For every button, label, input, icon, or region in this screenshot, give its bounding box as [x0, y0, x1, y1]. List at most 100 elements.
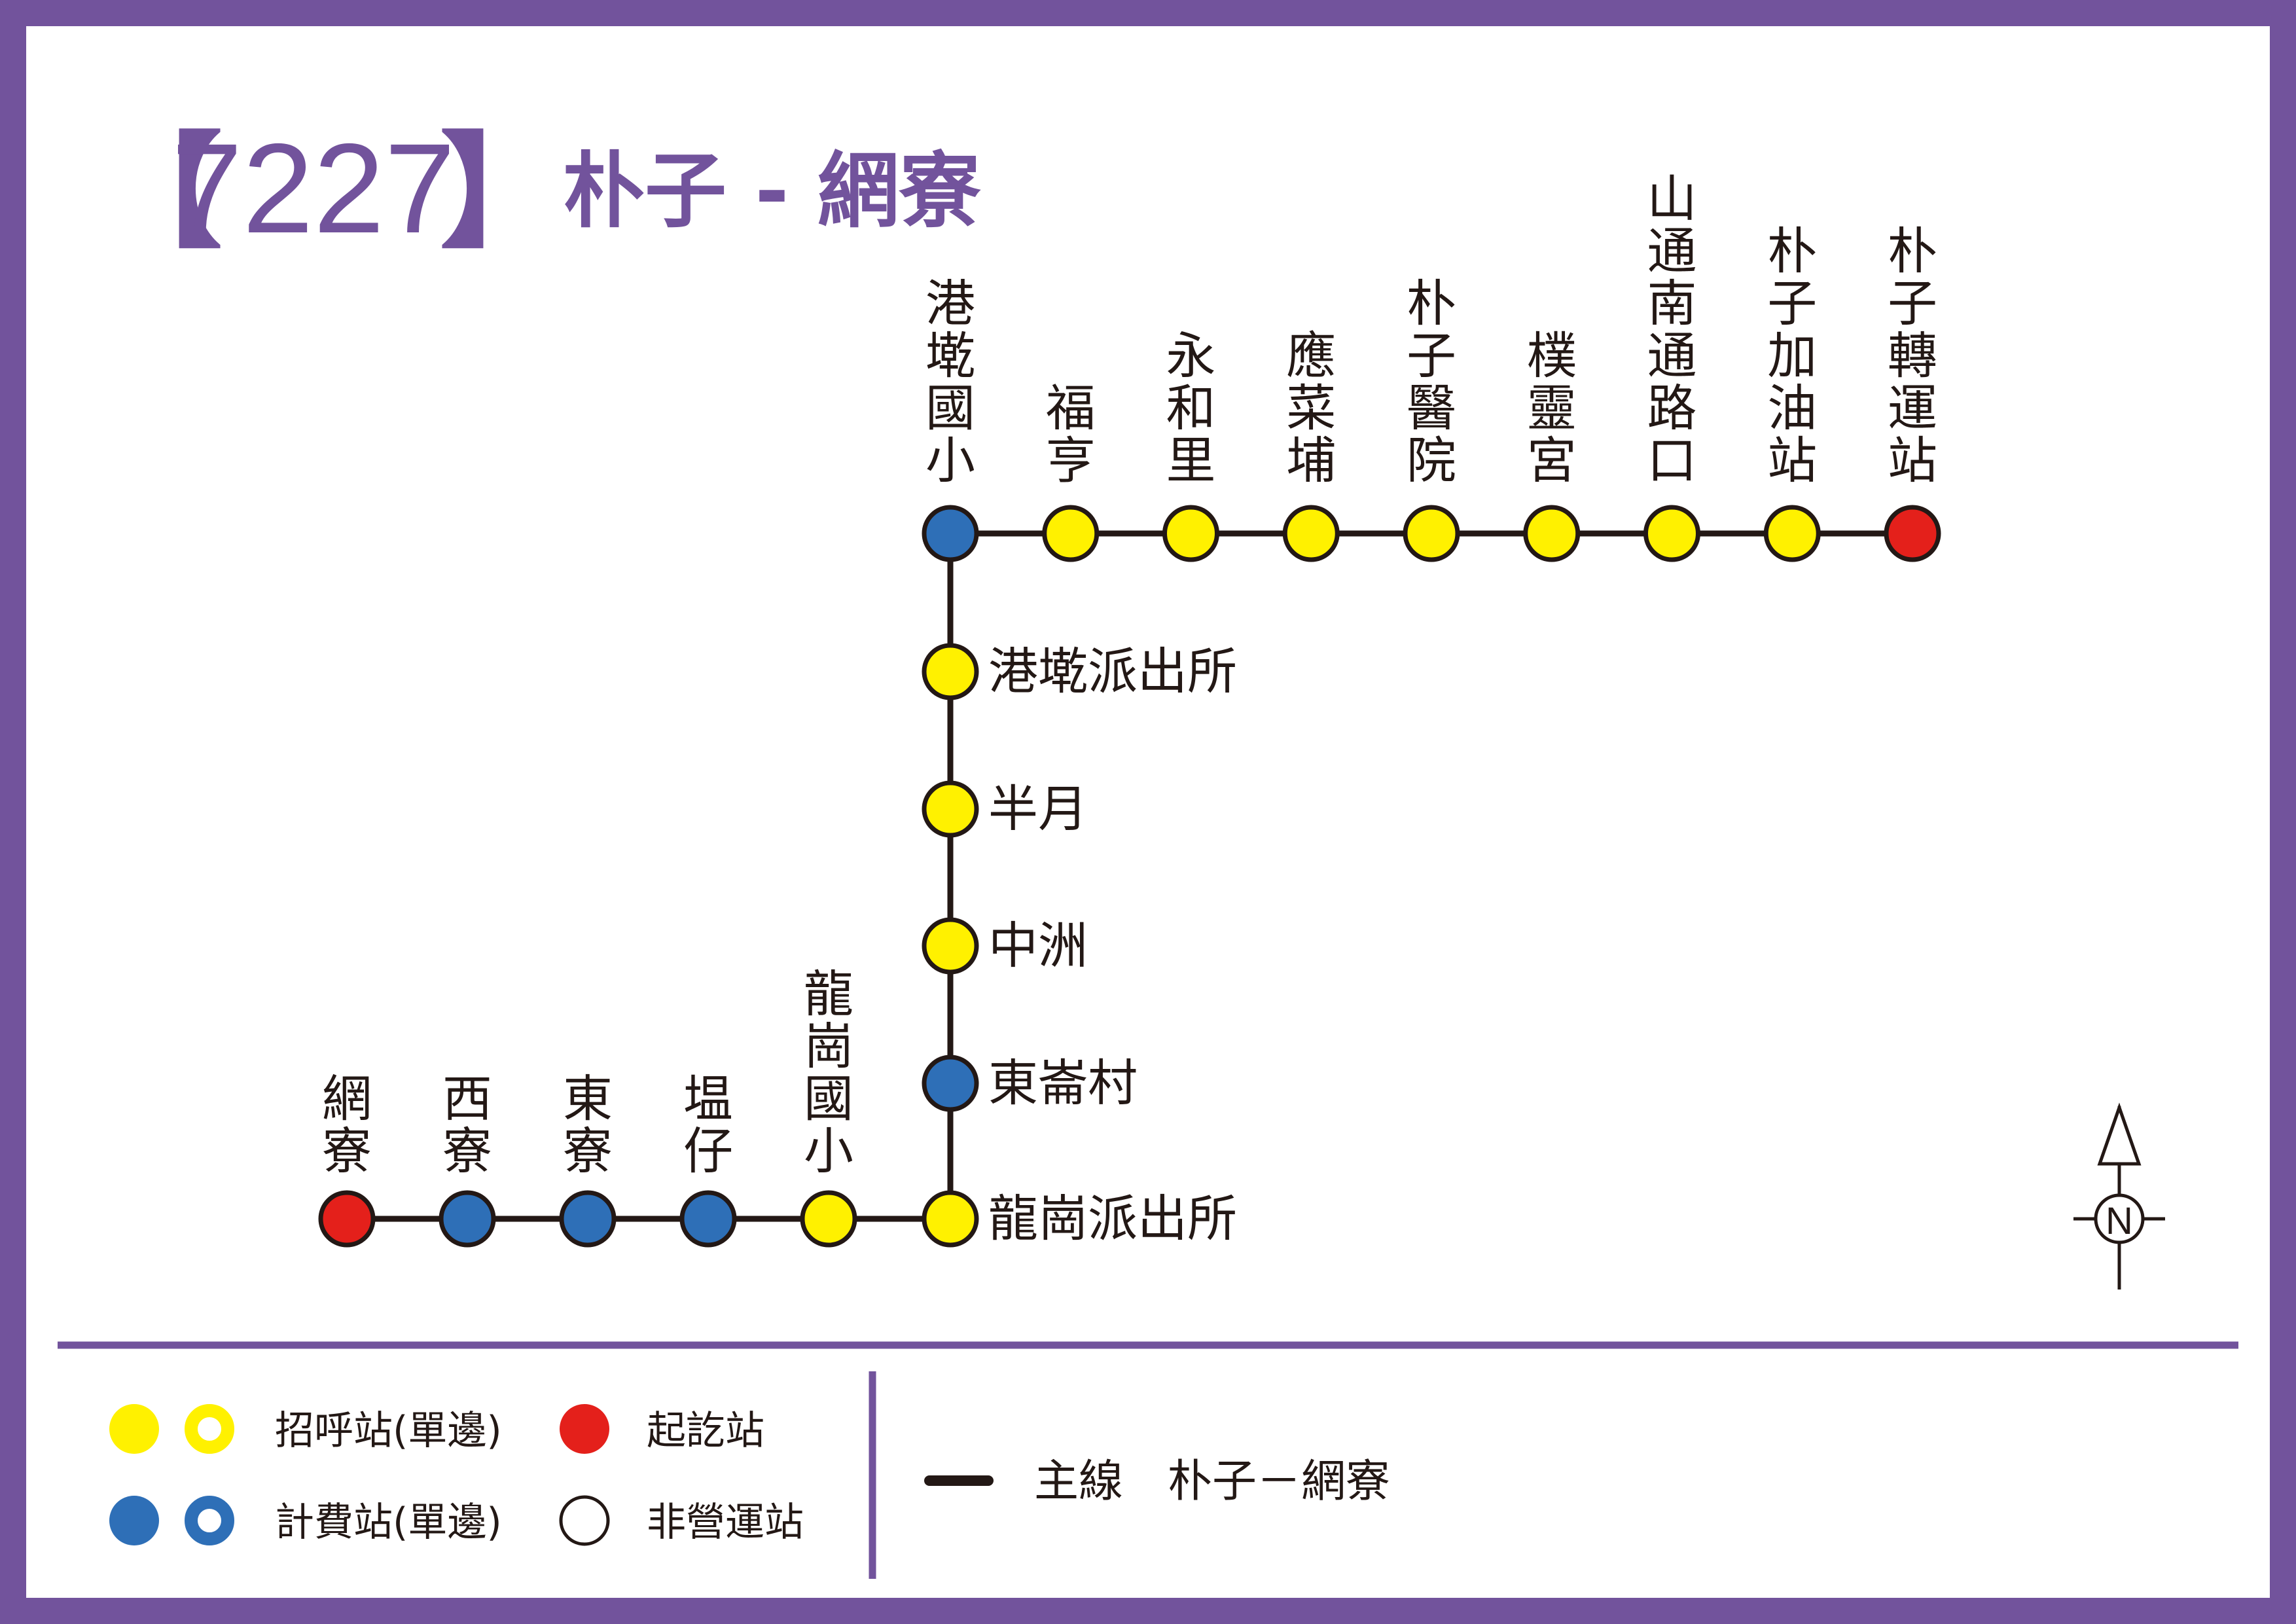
stations [318, 505, 1941, 1248]
route-number: 7227 [171, 117, 456, 260]
station-label-char: 朴 [1407, 274, 1456, 333]
station-labels: 港墘國小福亨永和里應菜埔朴子醫院樸靈宮山通南通路口朴子加油站朴子轉運站港墘派出所… [322, 170, 1937, 1248]
compass-letter: N [2106, 1200, 2133, 1242]
legend-terminal-dot [560, 1404, 609, 1454]
station-label-bottom-3: 塭仔 [683, 1070, 733, 1180]
station-label-char: 轉 [1888, 327, 1937, 385]
compass-circle [2094, 1193, 2145, 1244]
station-label-vertical-4: 龍崗派出所 [988, 1189, 1237, 1248]
station-label-top-5: 樸靈宮 [1527, 327, 1577, 490]
station-label-char: 菜 [1286, 379, 1336, 437]
station-label-char: 里 [1166, 431, 1216, 490]
station-dot-top-6 [1643, 505, 1700, 562]
station-label-char: 站 [1767, 431, 1817, 490]
station-label-char: 寮 [442, 1122, 492, 1180]
legend-call-stop-label: 招呼站(單邊) [275, 1408, 502, 1454]
station-dot-vertical-1 [922, 780, 979, 838]
station-dot-top-7 [1763, 505, 1821, 562]
station-dot-top-2 [1162, 505, 1219, 562]
station-dot-vertical-2 [922, 917, 979, 975]
station-label-bottom-1: 西寮 [442, 1070, 492, 1180]
station-label-char: 寮 [563, 1122, 613, 1180]
station-label-char: 加 [1767, 327, 1817, 385]
station-dot-top-8 [1884, 505, 1941, 562]
station-label-bottom-4: 龍崗國小 [804, 965, 853, 1180]
station-label-char: 通 [1647, 327, 1697, 385]
station-label-top-8: 朴子轉運站 [1888, 222, 1937, 490]
station-label-char: 國 [925, 379, 975, 437]
route-title-close-bracket: 】 [440, 120, 564, 265]
station-label-char: 站 [1888, 431, 1937, 490]
station-label-bottom-0: 網寮 [322, 1070, 372, 1180]
station-dot-top-5 [1523, 505, 1581, 562]
station-label-char: 運 [1888, 379, 1937, 437]
station-label-top-0: 港墘國小 [925, 274, 975, 490]
legend-fare-stop-label: 計費站(單邊) [275, 1500, 502, 1545]
station-label-char: 龍 [804, 965, 853, 1023]
station-label-char: 港 [925, 274, 975, 333]
station-dot-top-1 [1042, 505, 1100, 562]
station-dot-bottom-4 [800, 1190, 857, 1248]
station-label-char: 朴 [1888, 222, 1937, 280]
legend: 招呼站(單邊) 起訖站 計費站(單邊) 非營運站 主線 朴子－網寮 [109, 1404, 1390, 1546]
station-label-char: 樸 [1527, 327, 1577, 385]
station-dot-top-3 [1282, 505, 1340, 562]
station-label-top-1: 福亨 [1046, 379, 1096, 490]
station-label-top-7: 朴子加油站 [1767, 222, 1817, 490]
station-dot-vertical-4 [922, 1190, 979, 1248]
station-label-char: 山 [1647, 170, 1697, 228]
station-label-char: 院 [1407, 431, 1456, 490]
station-dot-vertical-3 [922, 1055, 979, 1112]
north-arrow-icon [2097, 1102, 2142, 1166]
station-label-char: 應 [1286, 327, 1336, 385]
station-label-char: 小 [804, 1122, 853, 1180]
station-label-char: 仔 [683, 1122, 733, 1180]
station-label-top-3: 應菜埔 [1286, 327, 1336, 490]
station-label-char: 小 [925, 431, 975, 490]
station-label-char: 油 [1767, 379, 1817, 437]
station-label-char: 埔 [1286, 431, 1336, 490]
station-label-top-4: 朴子醫院 [1407, 274, 1456, 490]
station-label-char: 國 [804, 1070, 853, 1128]
station-dot-top-0 [922, 505, 979, 562]
station-label-char: 網 [322, 1070, 372, 1128]
legend-main-line-label: 主線 朴子－網寮 [1034, 1456, 1390, 1507]
station-label-char: 路 [1647, 379, 1697, 437]
station-label-char: 通 [1647, 222, 1697, 280]
station-label-vertical-2: 中洲 [988, 916, 1088, 975]
station-label-top-6: 山通南通路口 [1647, 170, 1697, 490]
station-label-char: 亨 [1046, 431, 1096, 490]
legend-terminal-label: 起訖站 [647, 1408, 764, 1454]
legend-non-operating-label: 非營運站 [647, 1500, 804, 1545]
station-dot-bottom-2 [559, 1190, 617, 1248]
station-dot-vertical-0 [922, 643, 979, 700]
north-compass: N [2073, 1102, 2165, 1290]
legend-call-stop-dot [109, 1404, 159, 1454]
station-label-char: 醫 [1407, 379, 1456, 437]
station-dot-bottom-3 [679, 1190, 737, 1248]
station-label-char: 東 [563, 1070, 613, 1128]
station-label-bottom-2: 東寮 [563, 1070, 613, 1180]
station-label-vertical-0: 港墘派出所 [988, 642, 1237, 700]
legend-fare-stop-ring [185, 1496, 234, 1545]
station-dot-bottom-1 [439, 1190, 496, 1248]
legend-fare-stop-dot [109, 1496, 159, 1545]
station-label-char: 朴 [1767, 222, 1817, 280]
legend-non-operating-dot [559, 1495, 610, 1546]
station-label-char: 口 [1647, 431, 1697, 490]
station-label-char: 宮 [1527, 431, 1577, 490]
station-label-char: 墘 [925, 327, 975, 385]
station-label-char: 子 [1888, 274, 1937, 333]
route-title-open-bracket: 【 [98, 120, 223, 265]
legend-call-stop-ring [185, 1404, 234, 1454]
route-name: 朴子 - 網寮 [563, 144, 981, 239]
station-label-char: 和 [1166, 379, 1216, 437]
station-label-top-2: 永和里 [1166, 327, 1216, 490]
station-label-vertical-1: 半月 [988, 780, 1088, 838]
station-label-char: 靈 [1527, 379, 1577, 437]
station-label-char: 福 [1046, 379, 1096, 437]
station-label-char: 崗 [804, 1017, 853, 1075]
station-label-char: 永 [1166, 327, 1216, 385]
